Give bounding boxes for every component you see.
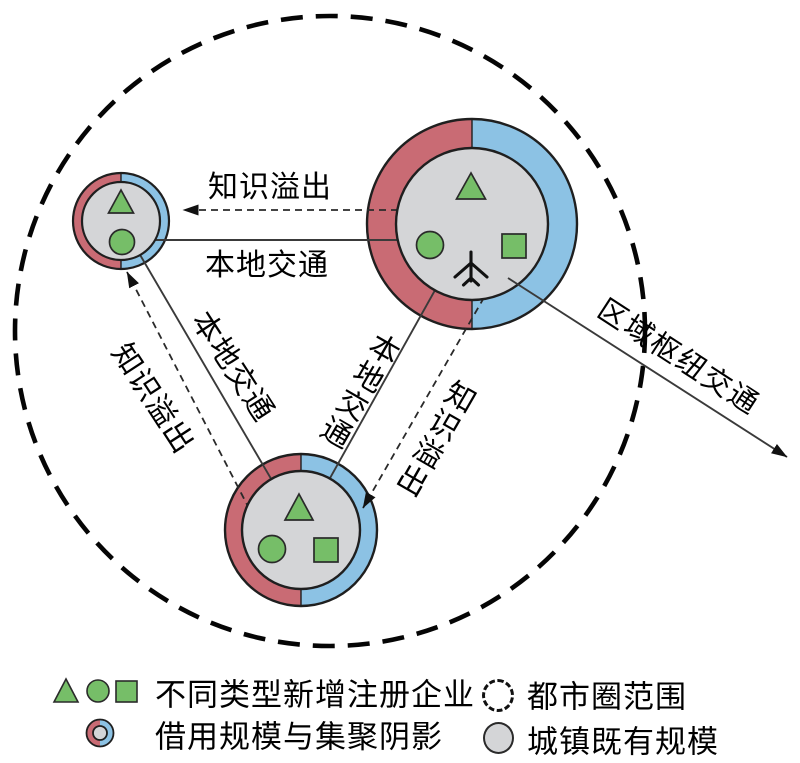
legend-label-borrowed-size: 借用规模与集聚阴影 — [155, 719, 443, 755]
city-large-town-circle — [394, 146, 550, 302]
legend-label-metro-boundary: 都市圈范围 — [527, 679, 687, 715]
label-local-transport-top: 本地交通 — [205, 249, 329, 282]
legend-circle-icon — [86, 679, 110, 703]
legend-metro-boundary-icon — [482, 679, 514, 712]
metro-boundary-circle — [12, 13, 648, 649]
label-knowledge-spillover-top: 知识溢出 — [208, 171, 332, 204]
enterprise-square — [501, 233, 527, 259]
enterprise-triangle — [455, 171, 487, 200]
legend-label-enterprises: 不同类型新增注册企业 — [155, 677, 475, 713]
legend-label-town-size: 城镇既有规模 — [527, 724, 719, 760]
enterprise-circle — [415, 230, 445, 260]
enterprise-square — [313, 537, 339, 563]
legend-square-icon — [115, 680, 138, 703]
legend-triangle-icon — [52, 677, 80, 703]
enterprise-circle — [257, 534, 287, 564]
regional-hub-transport-arrow — [507, 277, 788, 458]
legend-borrowed-size-icon — [85, 718, 115, 748]
city-small-town-circle — [80, 180, 162, 262]
city-medium-town-circle — [240, 469, 362, 591]
knowledge-spillover-arrow-left — [126, 271, 256, 521]
legend-town-size-icon — [483, 722, 514, 754]
legend-ring-center — [92, 725, 108, 741]
enterprise-triangle — [283, 492, 315, 521]
enterprise-triangle — [107, 188, 135, 214]
legend-enterprise-symbols-icon — [52, 677, 138, 703]
enterprise-circle — [108, 228, 136, 256]
airplane-icon — [453, 250, 489, 287]
